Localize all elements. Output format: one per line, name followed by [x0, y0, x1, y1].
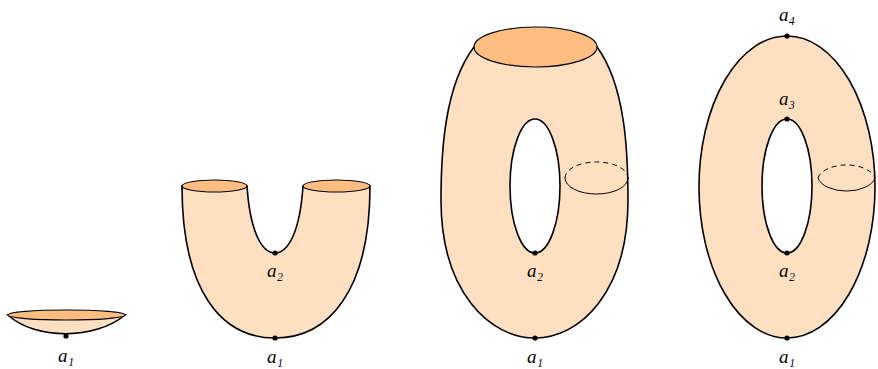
- torus: [699, 36, 875, 338]
- critical-point: [784, 116, 789, 121]
- critical-point: [272, 250, 277, 255]
- critical-point-label: a₁: [527, 347, 543, 366]
- torus-hole: [510, 119, 560, 253]
- meridian-hidden: [565, 162, 628, 178]
- critical-point: [784, 335, 789, 340]
- critical-point-label: a₁: [267, 347, 283, 366]
- critical-point-label: a₂: [267, 261, 283, 280]
- critical-point: [532, 335, 537, 340]
- u-surface: [182, 186, 370, 338]
- torus-boundary: [474, 27, 597, 67]
- critical-point: [532, 250, 537, 255]
- critical-point-label: a₂: [527, 261, 543, 280]
- critical-point: [784, 33, 789, 38]
- critical-point: [784, 250, 789, 255]
- critical-point: [272, 335, 277, 340]
- u-boundary: [182, 180, 247, 192]
- punctured-torus: [441, 47, 628, 338]
- meridian: [565, 178, 628, 194]
- critical-point: [63, 333, 68, 338]
- critical-point-label: a₂: [779, 261, 795, 280]
- torus-hole: [762, 119, 812, 253]
- meridian-hidden: [818, 165, 875, 178]
- critical-point-label: a₄: [779, 5, 795, 24]
- critical-point-label: a₃: [779, 89, 795, 108]
- meridian: [818, 178, 875, 191]
- critical-point-label: a₁: [779, 347, 795, 366]
- disc-boundary: [8, 310, 125, 320]
- u-boundary: [303, 180, 370, 192]
- critical-point-label: a₁: [58, 346, 74, 365]
